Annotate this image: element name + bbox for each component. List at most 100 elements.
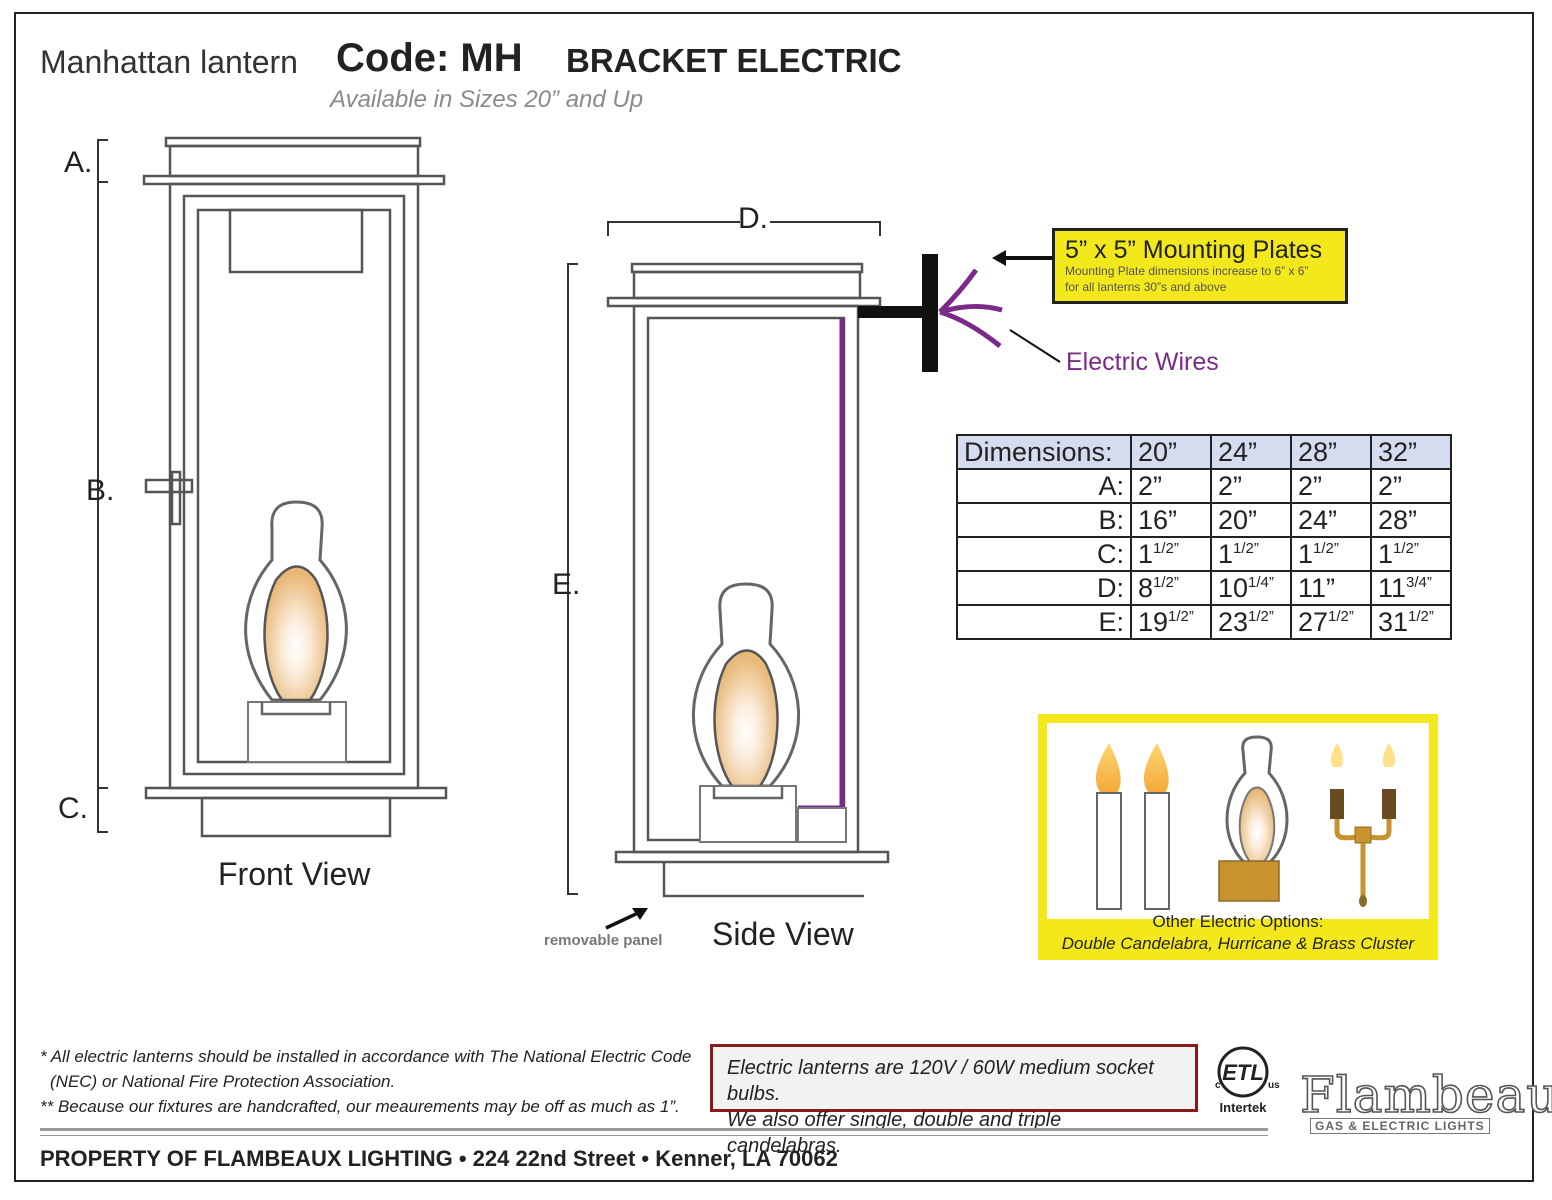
flambeaux-logo: Flambeaux (1299, 1065, 1552, 1125)
note-line: * All electric lanterns should be instal… (40, 1047, 692, 1066)
mounting-plate-title: 5” x 5” Mounting Plates (1065, 236, 1323, 264)
table-cell-value: 2” (1378, 470, 1403, 501)
product-code: Code: MH (336, 36, 523, 80)
dim-c-label: C. (58, 792, 88, 825)
note-line: ** Because our fixtures are handcrafted,… (40, 1097, 680, 1116)
table-header-cell: 28” (1290, 434, 1372, 470)
options-caption-list: Double Candelabra, Hurricane & Brass Clu… (1061, 934, 1415, 953)
table-header-cell: 32” (1370, 434, 1452, 470)
mounting-plate-detail-1: Mounting Plate dimensions increase to 6”… (1065, 264, 1309, 278)
side-view-label: Side View (712, 916, 854, 952)
table-row-label: C: (956, 536, 1132, 572)
options-caption-title: Other Electric Options: (1152, 912, 1324, 931)
options-illustration (1095, 735, 1396, 910)
table-cell: 311/2” (1370, 604, 1452, 640)
bulb-info-box: Electric lanterns are 120V / 60W medium … (710, 1044, 1198, 1157)
table-cell: 20” (1210, 502, 1292, 538)
table-header-row: Dimensions: 20” 24” 28” 32” (956, 434, 1452, 470)
sizes-note: Available in Sizes 20” and Up (330, 86, 644, 113)
footer-address: PROPERTY OF FLAMBEAUX LIGHTING • 224 22n… (40, 1146, 838, 1171)
table-row-label: E: (956, 604, 1132, 640)
table-cell: 81/2” (1130, 570, 1212, 606)
front-view-label: Front View (218, 856, 371, 892)
footer-divider-thin (40, 1135, 1268, 1136)
front-view-drawing (97, 136, 448, 838)
table-cell-fraction: 1/2” (1153, 573, 1179, 591)
table-cell: 231/2” (1210, 604, 1292, 640)
table-cell-value: 8 (1138, 572, 1154, 603)
table-row: C:11/2”11/2”11/2”11/2” (956, 536, 1452, 572)
table-row: A:2”2”2”2” (956, 468, 1452, 504)
table-cell-fraction: 1/4” (1248, 573, 1274, 591)
hurricane-icon (1218, 735, 1289, 902)
table-cell: 271/2” (1290, 604, 1372, 640)
table-row-label: A: (956, 468, 1132, 504)
table-cell-fraction: 1/2” (1408, 607, 1434, 625)
etl-certification-icon: ETL c us (1215, 1046, 1280, 1098)
table-cell-value: 1 (1138, 538, 1154, 569)
product-name: Manhattan lantern (40, 44, 298, 80)
table-header-cell: 20” (1130, 434, 1212, 470)
dim-b-label: B. (86, 474, 115, 507)
table-cell-value: 16” (1138, 504, 1178, 535)
table-cell-value: 2” (1138, 470, 1163, 501)
table-cell-value: 11” (1298, 572, 1336, 603)
table-cell: 191/2” (1130, 604, 1212, 640)
table-cell: 11” (1290, 570, 1372, 606)
installation-notes: * All electric lanterns should be instal… (40, 1044, 691, 1119)
flambeaux-tagline: GAS & ELECTRIC LIGHTS (1310, 1118, 1490, 1134)
table-row-label: B: (956, 502, 1132, 538)
dim-a-label: A. (64, 146, 93, 179)
dimensions-table: Dimensions: 20” 24” 28” 32” A:2”2”2”2”B:… (956, 434, 1452, 640)
table-header-cell: 24” (1210, 434, 1292, 470)
table-cell-value: 1 (1218, 538, 1234, 569)
table-cell: 11/2” (1130, 536, 1212, 572)
table-cell-value: 28” (1378, 504, 1418, 535)
table-cell-value: 11 (1378, 572, 1407, 603)
table-row-label: D: (956, 570, 1132, 606)
table-cell: 2” (1130, 468, 1212, 504)
table-cell-value: 20” (1218, 504, 1258, 535)
table-cell: 11/2” (1370, 536, 1452, 572)
side-view-drawing (567, 221, 1061, 930)
table-cell-fraction: 1/2” (1233, 539, 1259, 557)
options-illustration-area (1047, 723, 1429, 919)
table-cell-fraction: 1/2” (1168, 607, 1194, 625)
table-cell: 11/2” (1290, 536, 1372, 572)
table-cell-fraction: 1/2” (1393, 539, 1419, 557)
bulb-info-line: We also offer single, double and triple … (727, 1109, 1062, 1157)
table-cell-value: 19 (1138, 606, 1169, 637)
table-cell-value: 1 (1298, 538, 1314, 569)
page-frame (14, 12, 1534, 1182)
table-cell: 11/2” (1210, 536, 1292, 572)
table-cell-fraction: 1/2” (1328, 607, 1354, 625)
dim-e-label: E. (552, 568, 581, 601)
table-cell: 113/4” (1370, 570, 1452, 606)
table-cell-fraction: 1/2” (1248, 607, 1274, 625)
table-cell: 2” (1210, 468, 1292, 504)
note-line: (NEC) or National Fire Protection Associ… (50, 1072, 396, 1091)
table-cell: 101/4” (1210, 570, 1292, 606)
footer-divider (40, 1128, 1268, 1131)
double-candelabra-icon (1095, 743, 1170, 910)
table-header-cell: Dimensions: (956, 434, 1132, 470)
table-cell-fraction: 3/4” (1406, 573, 1432, 591)
table-cell: 16” (1130, 502, 1212, 538)
other-options-panel: Other Electric Options: Double Candelabr… (1038, 714, 1438, 960)
table-row: D:81/2”101/4”11”113/4” (956, 570, 1452, 606)
etl-us-text: us (1268, 1080, 1280, 1091)
product-type: BRACKET ELECTRIC (566, 42, 902, 79)
bulb-info-line: Electric lanterns are 120V / 60W medium … (727, 1057, 1154, 1105)
table-cell: 2” (1370, 468, 1452, 504)
etl-mark-text: ETL (1222, 1060, 1264, 1085)
table-cell-value: 24” (1298, 504, 1338, 535)
table-cell-value: 31 (1378, 606, 1409, 637)
brass-cluster-icon (1330, 743, 1396, 907)
mounting-plate-callout: 5” x 5” Mounting Plates Mounting Plate d… (1052, 228, 1348, 304)
intertek-label: Intertek (1219, 1100, 1267, 1115)
table-cell-fraction: 1/2” (1153, 539, 1179, 557)
table-cell-value: 1 (1378, 538, 1394, 569)
table-cell-value: 27 (1298, 606, 1329, 637)
etl-c-text: c (1215, 1080, 1221, 1091)
